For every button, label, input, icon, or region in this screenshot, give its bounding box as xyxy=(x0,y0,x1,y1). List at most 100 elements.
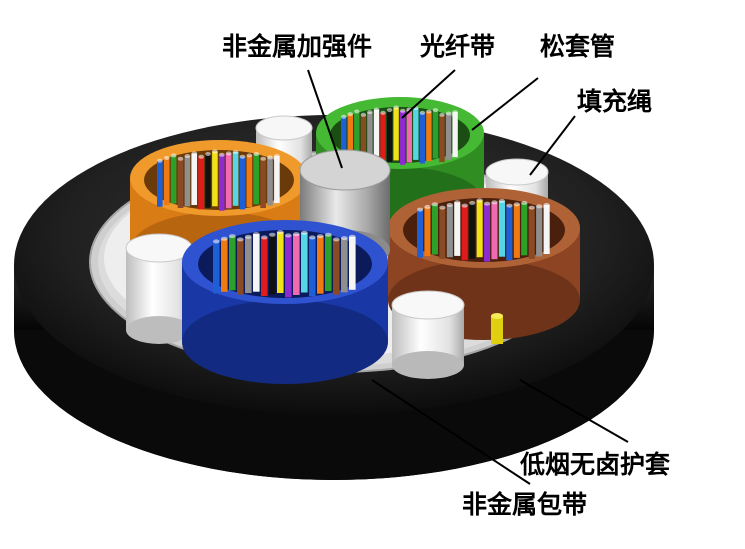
optical-fiber-end xyxy=(543,202,550,207)
leader-wrap-tape xyxy=(371,379,531,485)
optical-fiber-end xyxy=(484,201,491,206)
optical-fiber-end xyxy=(212,149,218,154)
ripcord xyxy=(491,313,503,344)
optical-fiber xyxy=(528,207,535,259)
optical-fiber xyxy=(543,204,550,254)
optical-fiber-end xyxy=(191,151,198,156)
optical-fiber-end xyxy=(417,207,424,212)
optical-fiber-end xyxy=(432,108,439,113)
optical-fiber xyxy=(198,156,204,210)
optical-fiber xyxy=(461,205,468,261)
optical-fiber xyxy=(400,110,406,165)
optical-fiber-end xyxy=(400,108,406,113)
optical-fiber-end xyxy=(506,203,513,208)
optical-fiber-end xyxy=(232,150,239,154)
optical-fiber-end xyxy=(454,200,461,205)
optical-fiber xyxy=(347,114,353,160)
optical-fiber-end xyxy=(261,235,268,240)
optical-fiber xyxy=(277,232,284,293)
filler-cylinder xyxy=(125,233,193,344)
filler-cylinder xyxy=(391,290,465,379)
optical-fiber-end xyxy=(461,203,468,208)
optical-fiber xyxy=(245,236,252,294)
optical-fiber-end xyxy=(380,110,386,115)
fiber-ribbon-blue xyxy=(213,230,356,298)
optical-fiber-end xyxy=(269,232,276,237)
optical-fiber-end xyxy=(347,112,353,117)
optical-fiber-end xyxy=(341,236,348,241)
optical-fiber xyxy=(349,236,356,290)
optical-fiber xyxy=(219,154,225,211)
optical-fiber xyxy=(360,114,367,163)
optical-fiber xyxy=(269,234,276,295)
optical-fiber xyxy=(253,234,260,292)
optical-fiber-end xyxy=(260,156,267,161)
fiber-ribbon-brown xyxy=(417,198,550,262)
optical-fiber xyxy=(354,111,360,158)
optical-fiber xyxy=(237,239,244,295)
optical-fiber-end xyxy=(253,152,260,156)
optical-fiber xyxy=(221,238,228,292)
optical-fiber-end xyxy=(354,109,360,114)
optical-fiber-end xyxy=(157,158,163,163)
optical-fiber xyxy=(212,151,218,207)
optical-fiber-end xyxy=(219,152,225,157)
optical-fiber-end xyxy=(373,107,380,112)
optical-fiber-end xyxy=(184,154,191,158)
optical-fiber-end xyxy=(285,233,292,238)
optical-fiber xyxy=(454,202,461,256)
optical-fiber-end xyxy=(246,153,253,158)
optical-fiber xyxy=(229,236,236,291)
optical-fiber xyxy=(373,109,380,160)
optical-fiber xyxy=(170,155,177,204)
optical-fiber xyxy=(491,202,498,260)
fiber-ribbon-green xyxy=(341,105,458,165)
optical-fiber-end xyxy=(239,154,246,159)
optical-fiber-end xyxy=(367,110,373,115)
optical-fiber-end xyxy=(170,153,177,158)
optical-fiber xyxy=(431,204,438,255)
optical-fiber xyxy=(426,111,432,162)
optical-fiber-end xyxy=(177,156,184,161)
optical-fiber xyxy=(406,109,412,163)
optical-fiber-end xyxy=(301,230,308,235)
optical-fiber xyxy=(367,112,373,161)
optical-fiber xyxy=(317,236,324,294)
optical-fiber-end xyxy=(431,202,438,207)
optical-fiber xyxy=(163,158,170,206)
optical-fiber xyxy=(225,153,232,209)
optical-fiber xyxy=(260,158,266,208)
optical-fiber xyxy=(432,110,439,159)
optical-fiber-end xyxy=(452,110,458,115)
optical-fiber-end xyxy=(386,108,393,113)
optical-fiber xyxy=(239,156,246,210)
optical-fiber-end xyxy=(213,239,220,244)
optical-fiber xyxy=(445,113,452,160)
optical-fiber xyxy=(184,156,191,207)
optical-fiber-end xyxy=(221,236,228,241)
leader-sheath xyxy=(519,379,629,443)
optical-fiber-end xyxy=(393,105,399,110)
optical-fiber xyxy=(293,234,300,295)
leader-loose-tube xyxy=(471,77,539,131)
optical-fiber-end xyxy=(426,109,432,114)
optical-fiber-end xyxy=(424,204,431,209)
optical-fiber xyxy=(285,235,292,298)
optical-fiber xyxy=(213,241,220,294)
optical-fiber xyxy=(413,108,419,160)
optical-fiber xyxy=(309,237,316,297)
optical-fiber xyxy=(536,206,543,257)
optical-fiber-end xyxy=(237,237,244,242)
optical-fiber xyxy=(157,160,163,207)
label-wrap-tape: 非金属包带 xyxy=(462,490,588,519)
optical-fiber-end xyxy=(498,198,505,203)
optical-fiber xyxy=(261,237,268,297)
optical-fiber-end xyxy=(245,234,252,239)
optical-fiber xyxy=(513,204,520,258)
optical-fiber-end xyxy=(419,110,426,115)
optical-fiber xyxy=(506,205,513,261)
optical-fiber xyxy=(232,152,239,206)
label-filler: 填充绳 xyxy=(577,87,653,116)
optical-fiber xyxy=(301,232,308,293)
